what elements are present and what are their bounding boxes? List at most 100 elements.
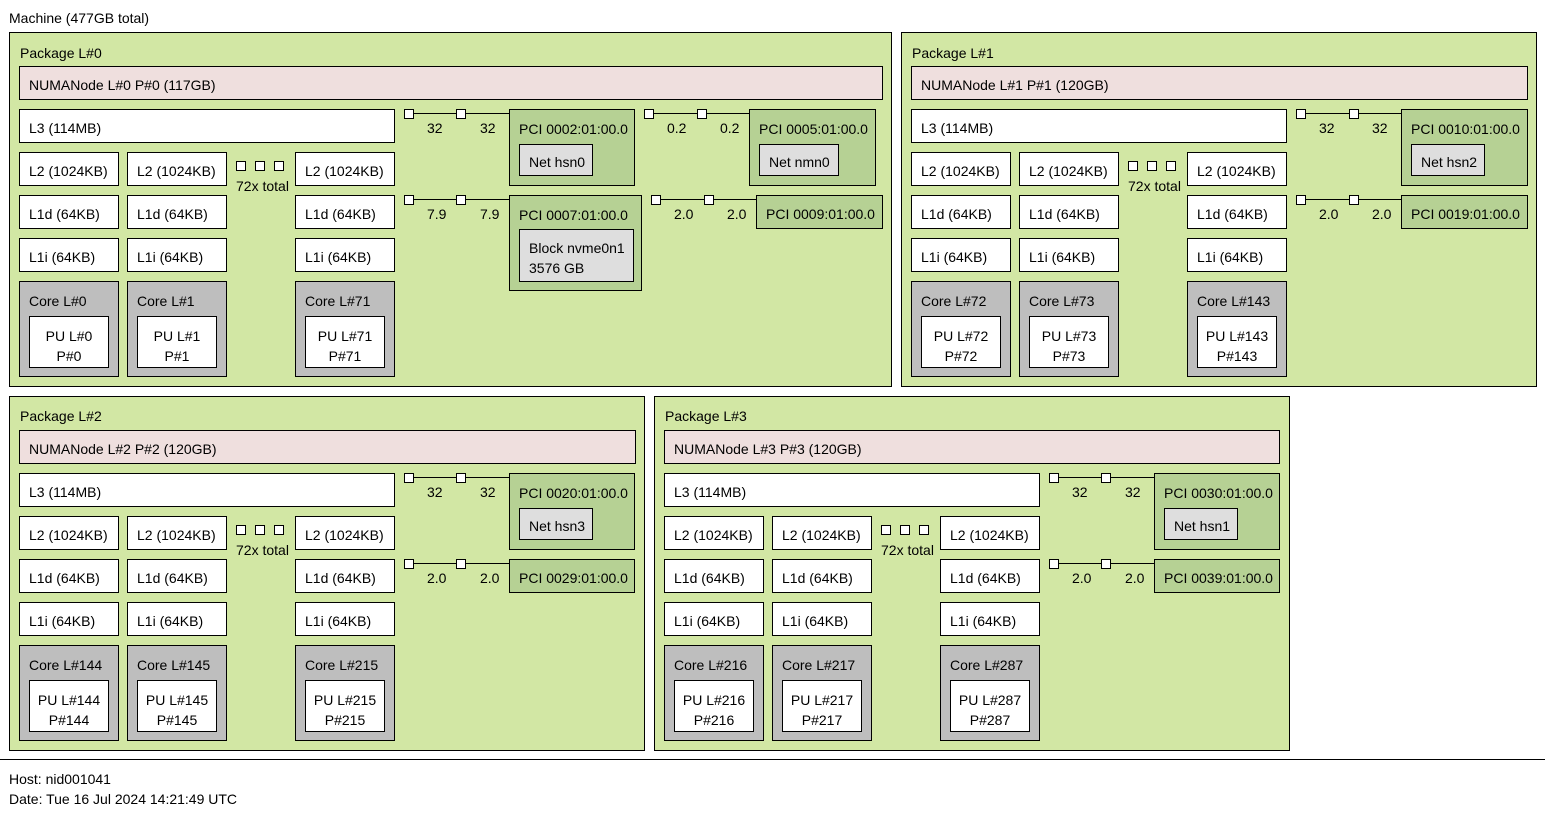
l1i-label: L1i (64KB) bbox=[29, 613, 96, 629]
pu-label: PU L#217 bbox=[790, 692, 854, 708]
l2-label: L2 (1024KB) bbox=[921, 163, 1000, 179]
l1i-label: L1i (64KB) bbox=[921, 249, 988, 265]
l2-label: L2 (1024KB) bbox=[305, 527, 384, 543]
pu: PU L#215 P#215 bbox=[305, 680, 385, 732]
l2-cache: L2 (1024KB) bbox=[295, 152, 395, 186]
pu: PU L#143 P#143 bbox=[1197, 316, 1277, 368]
pu-physical: P#72 bbox=[944, 348, 978, 364]
link-bandwidth: 2.0 bbox=[1319, 206, 1339, 222]
numa-label: NUMANode L#2 P#2 (120GB) bbox=[29, 441, 217, 457]
l1i-label: L1i (64KB) bbox=[305, 613, 372, 629]
link-bandwidth: 2.0 bbox=[1125, 570, 1145, 586]
l2-label: L2 (1024KB) bbox=[674, 527, 753, 543]
l1d-label: L1d (64KB) bbox=[782, 570, 853, 586]
bridge-marker bbox=[1049, 473, 1059, 483]
device-label: Net hsn2 bbox=[1421, 154, 1478, 170]
bridge-marker bbox=[404, 559, 414, 569]
bridge-marker bbox=[404, 109, 414, 119]
total-label: 72x total bbox=[236, 178, 289, 194]
l1i-cache: L1i (64KB) bbox=[1187, 238, 1287, 272]
numa-node-2: NUMANode L#2 P#2 (120GB) bbox=[19, 430, 636, 464]
l3-cache: L3 (114MB) bbox=[911, 109, 1287, 143]
l2-label: L2 (1024KB) bbox=[29, 163, 108, 179]
footer: Host: nid001041 Date: Tue 16 Jul 2024 14… bbox=[0, 760, 1545, 813]
pu-label: PU L#72 bbox=[933, 328, 989, 344]
link-bandwidth: 32 bbox=[427, 484, 443, 500]
net-device: Net hsn2 bbox=[1411, 144, 1485, 176]
numa-label: NUMANode L#1 P#1 (120GB) bbox=[921, 77, 1109, 93]
pu-physical: P#215 bbox=[324, 712, 366, 728]
package-label: Package L#0 bbox=[20, 45, 102, 61]
l2-cache: L2 (1024KB) bbox=[911, 152, 1011, 186]
host-label: Host: nid001041 bbox=[9, 771, 111, 787]
pci-device: PCI 0007:01:00.0 Block nvme0n1 3576 GB bbox=[509, 195, 642, 291]
net-device: Net hsn3 bbox=[519, 508, 593, 540]
package-label: Package L#3 bbox=[665, 408, 747, 424]
pu: PU L#0 P#0 bbox=[29, 316, 109, 368]
net-device: Net hsn0 bbox=[519, 144, 593, 176]
pu: PU L#1 P#1 bbox=[137, 316, 217, 368]
l1d-label: L1d (64KB) bbox=[29, 206, 100, 222]
pu: PU L#145 P#145 bbox=[137, 680, 217, 732]
l2-cache: L2 (1024KB) bbox=[19, 152, 119, 186]
numa-node-3: NUMANode L#3 P#3 (120GB) bbox=[664, 430, 1280, 464]
bridge-marker bbox=[651, 195, 661, 205]
link-bandwidth: 32 bbox=[1372, 120, 1388, 136]
bridge-marker bbox=[1101, 473, 1111, 483]
bridge-marker bbox=[1296, 109, 1306, 119]
pu-label: PU L#73 bbox=[1041, 328, 1097, 344]
l2-label: L2 (1024KB) bbox=[137, 163, 216, 179]
l1d-cache: L1d (64KB) bbox=[295, 195, 395, 229]
l1d-cache: L1d (64KB) bbox=[19, 195, 119, 229]
bridge-marker bbox=[1349, 195, 1359, 205]
package-label: Package L#2 bbox=[20, 408, 102, 424]
core: Core L#71 PU L#71 P#71 bbox=[295, 281, 395, 377]
core-label: Core L#216 bbox=[674, 657, 748, 673]
l1d-cache: L1d (64KB) bbox=[19, 559, 119, 593]
link-bandwidth: 32 bbox=[1125, 484, 1141, 500]
numa-node-0: NUMANode L#0 P#0 (117GB) bbox=[19, 66, 883, 100]
pu-label: PU L#1 bbox=[153, 328, 201, 344]
pci-device: PCI 0005:01:00.0 Net nmn0 bbox=[749, 109, 876, 186]
pu: PU L#287 P#287 bbox=[950, 680, 1030, 732]
pu: PU L#144 P#144 bbox=[29, 680, 109, 732]
pci-device: PCI 0029:01:00.0 bbox=[509, 559, 635, 593]
core-label: Core L#1 bbox=[137, 293, 195, 309]
l1d-label: L1d (64KB) bbox=[921, 206, 992, 222]
link-bandwidth: 32 bbox=[1072, 484, 1088, 500]
l2-cache: L2 (1024KB) bbox=[772, 516, 872, 550]
l3-label: L3 (114MB) bbox=[29, 120, 102, 136]
pu-label: PU L#71 bbox=[317, 328, 373, 344]
link-bandwidth: 32 bbox=[480, 484, 496, 500]
l2-cache: L2 (1024KB) bbox=[127, 516, 227, 550]
pci-label: PCI 0030:01:00.0 bbox=[1164, 485, 1273, 501]
l2-label: L2 (1024KB) bbox=[782, 527, 861, 543]
l1d-label: L1d (64KB) bbox=[305, 570, 376, 586]
total-label: 72x total bbox=[236, 542, 289, 558]
numa-label: NUMANode L#0 P#0 (117GB) bbox=[29, 77, 216, 93]
pu-physical: P#1 bbox=[164, 348, 190, 364]
link-bandwidth: 32 bbox=[427, 120, 443, 136]
core: Core L#1 PU L#1 P#1 bbox=[127, 281, 227, 377]
collapsed-marker bbox=[255, 161, 265, 171]
l1d-cache: L1d (64KB) bbox=[1019, 195, 1119, 229]
collapsed-marker bbox=[919, 525, 929, 535]
l2-label: L2 (1024KB) bbox=[950, 527, 1029, 543]
pu-physical: P#287 bbox=[969, 712, 1011, 728]
link-bandwidth: 2.0 bbox=[674, 206, 694, 222]
bridge-marker bbox=[704, 195, 714, 205]
l3-cache: L3 (114MB) bbox=[19, 473, 395, 507]
link-bandwidth: 32 bbox=[1319, 120, 1335, 136]
core: Core L#73 PU L#73 P#73 bbox=[1019, 281, 1119, 377]
pci-label: PCI 0005:01:00.0 bbox=[759, 121, 868, 137]
l1i-cache: L1i (64KB) bbox=[127, 238, 227, 272]
pu-label: PU L#216 bbox=[682, 692, 746, 708]
bridge-marker bbox=[456, 559, 466, 569]
l1d-cache: L1d (64KB) bbox=[127, 559, 227, 593]
device-label: Net nmn0 bbox=[769, 154, 830, 170]
bridge-marker bbox=[456, 473, 466, 483]
l2-cache: L2 (1024KB) bbox=[19, 516, 119, 550]
l1d-cache: L1d (64KB) bbox=[940, 559, 1040, 593]
l2-cache: L2 (1024KB) bbox=[127, 152, 227, 186]
machine-label: Machine (477GB total) bbox=[9, 10, 150, 26]
